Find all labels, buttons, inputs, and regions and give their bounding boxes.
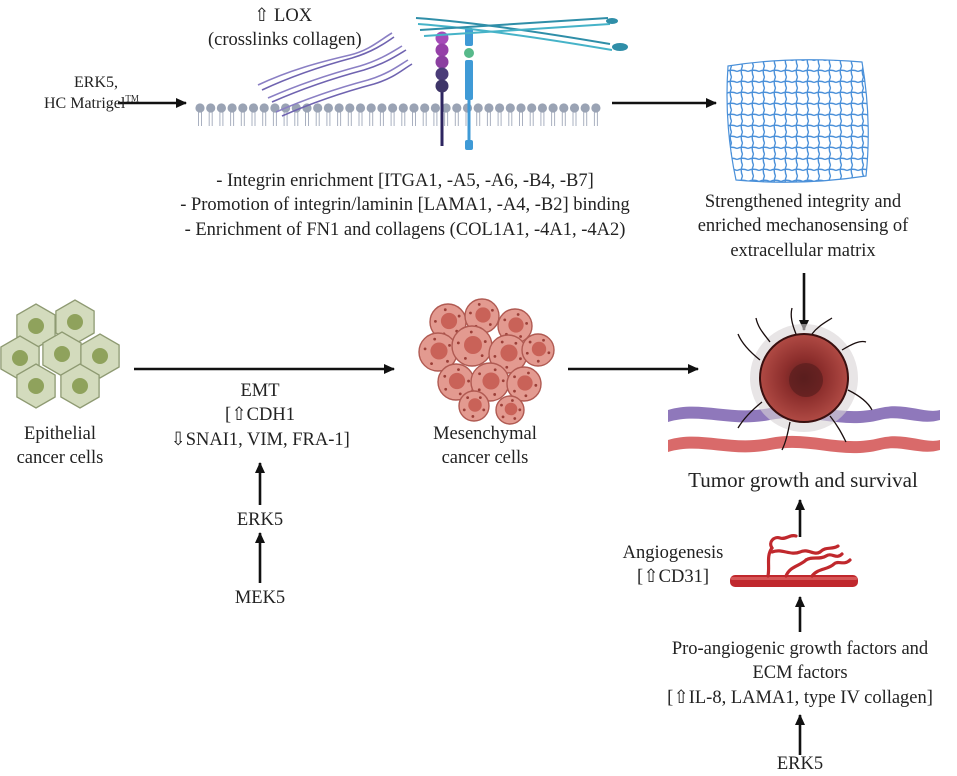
erk5-bottom-label: ERK5 — [776, 754, 824, 774]
emt-label: EMT [⇧CDH1 ⇩SNAI1, VIM, FRA-1] — [170, 381, 350, 450]
epithelial-label: Epithelial cancer cells — [16, 424, 104, 469]
angiogenic-vessel — [730, 533, 858, 587]
mek5-label: MEK5 — [234, 588, 286, 608]
mesenchymal-label: Mesenchymal cancer cells — [433, 424, 537, 469]
lox-label: ⇧ LOX (crosslinks collagen) — [208, 6, 362, 51]
collagen-fibres — [257, 32, 413, 117]
integrin-receptors — [415, 17, 628, 150]
matrix-label: Strengthened integrity and enriched mech… — [697, 192, 909, 261]
extracellular-matrix-grid — [726, 59, 869, 183]
integrin-notes: - Integrin enrichment [ITGA1, -A5, -A6, … — [180, 171, 630, 240]
growth-factors-label: Pro-angiogenic growth factors and ECM fa… — [667, 639, 933, 708]
angiogenesis-label: Angiogenesis [⇧CD31] — [622, 543, 724, 588]
input-labels: ERK5, HC MatrigelTM — [44, 72, 139, 114]
mesenchymal-cells — [418, 298, 555, 425]
arrows — [118, 98, 809, 755]
input-matrigel-label: HC MatrigelTM — [44, 93, 139, 113]
epithelial-cells — [0, 299, 120, 409]
tumor-label: Tumor growth and survival — [688, 468, 918, 492]
tumor-with-vessels — [668, 307, 940, 454]
input-erk5-label: ERK5, — [74, 74, 118, 91]
cell-membrane — [195, 103, 601, 126]
erk5-label: ERK5 — [236, 510, 284, 530]
